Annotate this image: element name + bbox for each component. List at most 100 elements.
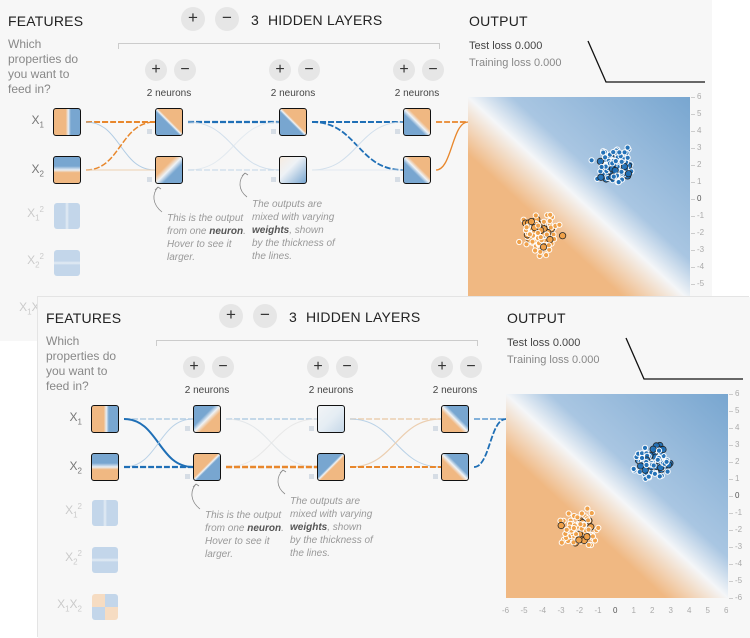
annotation-arrows <box>191 469 287 510</box>
data-point-orange <box>539 243 548 251</box>
bias-indicator[interactable] <box>185 426 190 431</box>
bias-indicator[interactable] <box>309 474 314 479</box>
layer-3-add-neuron-button[interactable]: + <box>431 356 453 378</box>
data-point-blue <box>649 445 657 453</box>
output-heatmap[interactable] <box>506 394 728 598</box>
feature-x2-squared[interactable] <box>54 250 80 276</box>
neuron-l3-n1[interactable] <box>441 405 469 433</box>
data-point-orange <box>523 241 530 248</box>
bias-indicator[interactable] <box>395 129 400 134</box>
layer-1-remove-neuron-button[interactable]: − <box>174 59 196 81</box>
add-layer-button[interactable]: + <box>219 304 243 328</box>
bias-indicator[interactable] <box>271 177 276 182</box>
feature-x1x2[interactable] <box>92 594 118 620</box>
neuron-l2-n1[interactable] <box>317 405 345 433</box>
feature-label-x2-squared: X22 <box>27 252 44 270</box>
layers-bracket <box>118 43 440 49</box>
weight-link-layer-12-to-layer-21[interactable] <box>187 121 280 171</box>
y-tick-mark <box>691 284 695 285</box>
y-tick-label: -5 <box>697 279 705 288</box>
feature-x1[interactable] <box>91 405 119 433</box>
data-point-blue <box>610 173 617 180</box>
neuron-l3-n2[interactable] <box>403 156 431 184</box>
feature-x2-squared[interactable] <box>92 547 118 573</box>
x-tick-label: -5 <box>520 606 528 615</box>
data-point-orange <box>523 224 530 231</box>
feature-label-x2: X2 <box>69 459 82 476</box>
add-layer-button[interactable]: + <box>181 7 205 31</box>
neuron-l3-n2[interactable] <box>441 453 469 481</box>
neuron-l1-n2[interactable] <box>193 453 221 481</box>
y-tick-mark <box>691 131 695 132</box>
data-point-orange <box>585 541 592 548</box>
weight-link-layer-32-to-output1[interactable] <box>473 418 507 468</box>
y-tick-mark <box>691 165 695 166</box>
layer-2-add-neuron-button[interactable]: + <box>307 356 329 378</box>
y-tick-label: 0 <box>735 491 740 500</box>
data-point-blue <box>655 447 663 454</box>
bias-indicator[interactable] <box>433 426 438 431</box>
remove-layer-button[interactable]: − <box>253 304 277 328</box>
bias-indicator[interactable] <box>271 129 276 134</box>
bias-indicator[interactable] <box>395 177 400 182</box>
y-tick-label: -5 <box>735 576 743 585</box>
y-tick-mark <box>729 445 733 446</box>
feature-x2[interactable] <box>91 453 119 481</box>
neuron-l1-n1[interactable] <box>155 108 183 136</box>
weight-link-layer-32-to-output1[interactable] <box>435 121 469 171</box>
neuron-l2-n2[interactable] <box>317 453 345 481</box>
feature-x1[interactable] <box>53 108 81 136</box>
data-point-orange <box>543 252 550 259</box>
bias-indicator[interactable] <box>147 129 152 134</box>
feature-x1-squared[interactable] <box>92 500 118 526</box>
remove-layer-button[interactable]: − <box>215 7 239 31</box>
y-tick-label: -6 <box>735 593 743 602</box>
question-line: you want to <box>46 364 108 378</box>
feature-x2[interactable] <box>53 156 81 184</box>
layer-3-remove-neuron-button[interactable]: − <box>422 59 444 81</box>
bias-indicator[interactable] <box>185 474 190 479</box>
y-tick-mark <box>691 199 695 200</box>
layer-1-remove-neuron-button[interactable]: − <box>212 356 234 378</box>
bias-indicator[interactable] <box>433 474 438 479</box>
loss-chart <box>587 40 705 83</box>
data-point-orange <box>527 218 536 226</box>
bias-indicator[interactable] <box>147 177 152 182</box>
x-tick-label: 4 <box>687 606 692 615</box>
layer-1-add-neuron-button[interactable]: + <box>145 59 167 81</box>
neuron-annotation: This is the output from one neuron. Hove… <box>167 213 246 263</box>
weight-link-input2-to-layer-11[interactable] <box>123 418 194 468</box>
layer-2-remove-neuron-button[interactable]: − <box>298 59 320 81</box>
data-point-orange <box>575 536 583 544</box>
neuron-l1-n1[interactable] <box>193 405 221 433</box>
x-tick-label: 0 <box>613 606 618 615</box>
layer-2-remove-neuron-button[interactable]: − <box>336 356 358 378</box>
data-point-orange <box>570 525 578 532</box>
arrowhead-icon <box>279 469 287 474</box>
layer-3-remove-neuron-button[interactable]: − <box>460 356 482 378</box>
decision-boundary-plot[interactable] <box>506 394 728 598</box>
weight-link-input2-to-layer-11[interactable] <box>85 121 156 171</box>
weight-link-layer-12-to-layer-21[interactable] <box>225 418 318 468</box>
playground-panel-after: FEATURES Which properties do you want to… <box>38 297 750 638</box>
loss-curve <box>587 40 705 83</box>
bias-indicator[interactable] <box>309 426 314 431</box>
decision-boundary-plot[interactable] <box>468 97 690 301</box>
layer-3-add-neuron-button[interactable]: + <box>393 59 415 81</box>
weight-link-layer-22-to-layer-31[interactable] <box>349 418 442 468</box>
arrowhead-icon <box>192 483 200 488</box>
neuron-l3-n1[interactable] <box>403 108 431 136</box>
y-tick-mark <box>691 250 695 251</box>
feature-x1-squared[interactable] <box>54 203 80 229</box>
features-title: FEATURES <box>8 13 84 29</box>
weight-link-layer-22-to-layer-31[interactable] <box>311 121 404 171</box>
y-tick-mark <box>691 233 695 234</box>
neuron-l2-n2[interactable] <box>279 156 307 184</box>
layer-2-add-neuron-button[interactable]: + <box>269 59 291 81</box>
layer-1-add-neuron-button[interactable]: + <box>183 356 205 378</box>
y-tick-mark <box>729 513 733 514</box>
neuron-l2-n1[interactable] <box>279 108 307 136</box>
question-line: properties do <box>46 349 117 363</box>
output-heatmap[interactable] <box>468 97 690 301</box>
neuron-l1-n2[interactable] <box>155 156 183 184</box>
